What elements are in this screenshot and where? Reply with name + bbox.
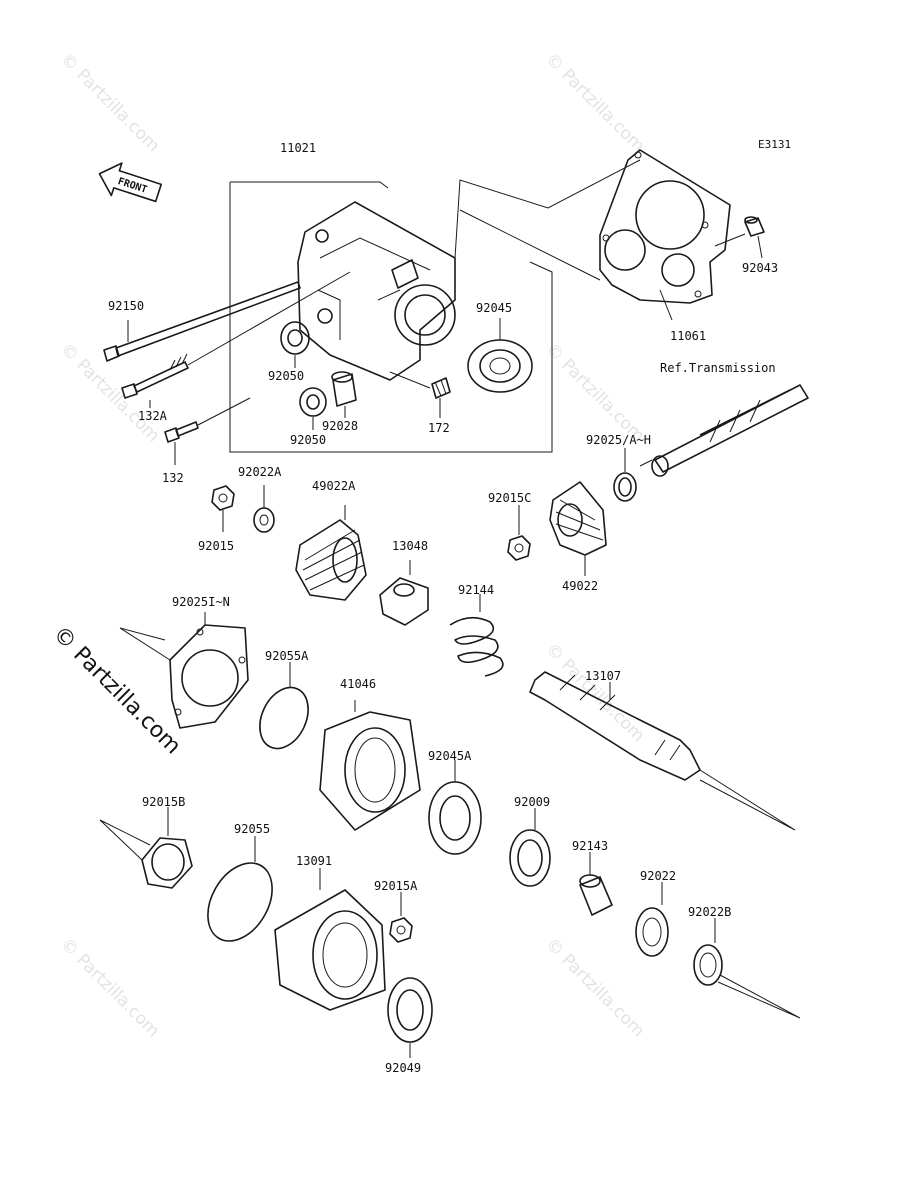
label-92022B: 92022B (688, 905, 731, 919)
ref-transmission-label: Ref.Transmission (660, 361, 776, 375)
bevel-gear-49022A (295, 505, 367, 601)
seal-92049 (387, 977, 433, 1058)
label-49022: 49022 (562, 579, 598, 593)
washer-92022B (693, 918, 801, 1019)
label-92015B: 92015B (142, 795, 185, 809)
label-92015A: 92015A (374, 879, 418, 893)
bolt-132A (121, 271, 351, 408)
nut-92015B (99, 807, 193, 889)
label-92150: 92150 (108, 299, 144, 313)
coupling-13048 (379, 560, 429, 626)
label-92045A: 92045A (428, 749, 472, 763)
diagram-code: E3131 (758, 138, 791, 151)
part-labels: 11021 11061 92043 92150 92045 92050 132A… (108, 141, 778, 1075)
seal-92009 (509, 808, 551, 887)
watermark: © Partzilla.com (56, 49, 163, 156)
lock-washer-92022 (635, 882, 669, 957)
label-92055A: 92055A (265, 649, 309, 663)
watermark: © Partzilla.com (541, 639, 648, 746)
gasket-92025-i-n (119, 612, 249, 729)
washer-92022A (253, 485, 275, 533)
label-92015: 92015 (198, 539, 234, 553)
bevel-gear-49022 (549, 481, 607, 576)
label-11021: 11021 (280, 141, 316, 155)
label-172: 172 (428, 421, 450, 435)
label-92028: 92028 (322, 419, 358, 433)
label-11061: 11061 (670, 329, 706, 343)
label-13091: 13091 (296, 854, 332, 868)
watermark: © Partzilla.com (541, 339, 648, 446)
label-92009: 92009 (514, 795, 550, 809)
nut-92015 (211, 485, 235, 532)
gasket-11061 (459, 149, 731, 321)
bearing-92045A (428, 760, 482, 855)
label-13107: 13107 (585, 669, 621, 683)
label-92143: 92143 (572, 839, 608, 853)
bearing-92045 (467, 318, 533, 393)
stud-172 (389, 371, 451, 418)
collar-92143 (579, 852, 613, 916)
label-92045: 92045 (476, 301, 512, 315)
label-41046: 41046 (340, 677, 376, 691)
label-92025-a-h: 92025/A~H (586, 433, 651, 447)
bearing-92050-upper (280, 321, 310, 368)
label-92022A: 92022A (238, 465, 282, 479)
label-92025-i-n: 92025I~N (172, 595, 230, 609)
transmission-shaft (639, 384, 809, 477)
housing-41046 (319, 700, 421, 831)
o-ring-92055A (259, 662, 309, 750)
dowel-pin-92043 (714, 216, 765, 259)
nut-92015C (507, 505, 531, 561)
o-ring-92055 (207, 836, 273, 942)
label-92055: 92055 (234, 822, 270, 836)
watermark: © Partzilla.com (541, 934, 648, 1041)
front-arrow-icon: FRONT (98, 162, 163, 203)
watermark: © Partzilla.com (56, 934, 163, 1041)
sleeve-92028 (331, 371, 357, 418)
shim-92025-a-h (613, 448, 637, 502)
bearing-92050-lower (299, 387, 327, 430)
label-92049: 92049 (385, 1061, 421, 1075)
label-92022: 92022 (640, 869, 676, 883)
housing-11021 (229, 159, 641, 453)
side-watermark: © Partzilla.com (48, 622, 186, 760)
shaft-13107 (529, 671, 796, 831)
label-13048: 13048 (392, 539, 428, 553)
label-92043: 92043 (742, 261, 778, 275)
nut-92015A (389, 892, 413, 943)
label-92144: 92144 (458, 583, 494, 597)
housing-13091 (274, 868, 386, 1011)
label-132A: 132A (138, 409, 168, 423)
label-132: 132 (162, 471, 184, 485)
label-49022A: 49022A (312, 479, 356, 493)
bolt-92150 (103, 281, 301, 362)
label-92015C: 92015C (488, 491, 531, 505)
watermark: © Partzilla.com (541, 49, 648, 156)
spring-92144 (449, 594, 504, 677)
label-92050-lower: 92050 (290, 433, 326, 447)
label-92050-upper: 92050 (268, 369, 304, 383)
bolt-132 (164, 397, 251, 465)
watermark: © Partzilla.com (56, 339, 163, 446)
